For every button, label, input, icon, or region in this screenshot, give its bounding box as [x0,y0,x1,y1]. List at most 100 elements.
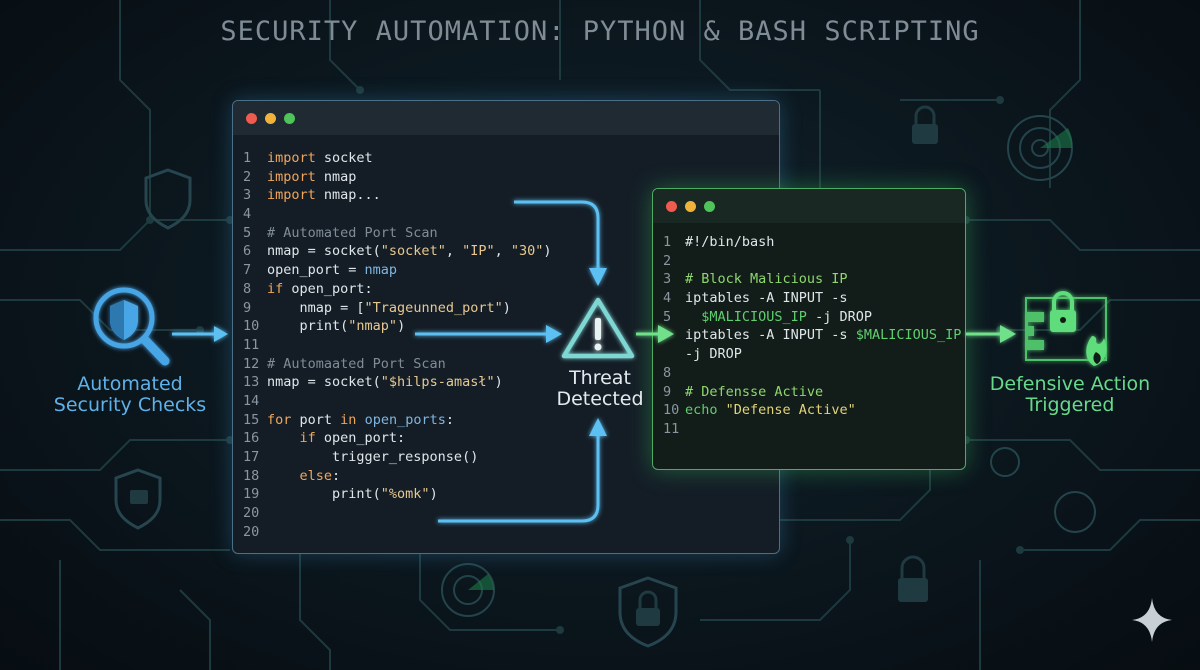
code-token: for [267,411,292,428]
code-line: 5 $MALICIOUS_IP -j DROP [663,308,961,327]
code-line: 2 [663,252,961,271]
code-token: # Defensse Active [685,383,824,400]
threat-detected-label: Threat Detected [540,368,660,410]
code-line: 1#!/bin/bash [663,233,961,252]
line-number: 1 [243,150,252,166]
code-line: -j DROP [663,345,961,364]
code-line: 12# Automaated Port Scan [243,355,552,374]
defensive-action-line2: Triggered [1025,394,1115,416]
line-number: 9 [663,383,672,400]
code-token: -j DROP [685,346,742,363]
code-token: : [445,411,454,428]
line-number: 1 [663,234,672,250]
line-number: 19 [243,486,260,503]
automated-checks-label: Automated Security Checks [40,374,220,416]
code-token [356,412,364,428]
line-number: 11 [663,420,680,437]
code-token: echo [685,402,718,419]
code-token [267,430,300,446]
code-token: nmap = socket( [267,243,381,260]
code-token: $MALICIOUS_IP [701,308,807,325]
close-window-button[interactable] [666,201,677,212]
maximize-window-button[interactable] [704,201,715,212]
code-token: iptables -A INPUT -s [685,327,856,344]
code-line: 11 [243,336,552,355]
minimize-window-button[interactable] [265,113,276,124]
line-number: 8 [663,364,672,381]
line-number: 10 [243,318,260,335]
minimize-window-button[interactable] [685,201,696,212]
defensive-action-label: Defensive Action Triggered [980,374,1160,416]
threat-detected-line2: Detected [556,388,644,410]
code-token: nmap = socket( [267,374,381,391]
close-window-button[interactable] [246,113,257,124]
code-token: "$hilps-amasł" [380,374,495,391]
maximize-window-button[interactable] [284,113,295,124]
automated-checks-line2: Security Checks [53,394,207,416]
python-window-titlebar [233,101,779,135]
code-token: print( [267,486,381,503]
line-number: 5 [663,308,672,325]
code-token: import [267,187,316,204]
code-token: if [299,430,316,447]
code-line: 17 trigger_response() [243,448,552,467]
code-token: : [332,467,341,484]
code-token: ) [502,299,511,316]
line-number: 6 [243,243,252,260]
code-token: ) [543,243,552,260]
code-token: , [494,243,511,260]
code-token: import [267,168,316,185]
code-token: in [340,411,357,428]
line-number: 9 [243,299,252,316]
code-token: nmap [364,262,398,279]
code-line: 9 nmap = ["Trageunned_port") [243,299,552,318]
line-number: 15 [243,411,260,428]
code-token: import [267,150,316,166]
code-token: "Defense Active" [725,402,856,419]
code-token [685,309,701,325]
line-number: 8 [243,280,252,297]
code-token [718,402,726,418]
code-line: 5# Automated Port Scan [243,224,552,243]
code-token: port [291,411,341,428]
line-number: 17 [243,449,260,465]
code-token: "30" [510,243,544,260]
code-token: "IP" [462,243,495,260]
code-line: 9 # Defensse Active [663,383,961,402]
code-token: # Automaated Port Scan [267,355,446,372]
code-token: "Trageunned_port" [364,299,503,316]
code-token: if [267,280,284,297]
code-line: iptables -A INPUT -s $MALICIOUS_IP [663,326,961,345]
code-line: 16 if open_port: [243,429,552,448]
line-number: 3 [243,187,252,204]
code-token: open_port: [315,430,406,447]
code-token: , [445,243,463,260]
code-token: # Block Malicious IP [685,271,848,288]
line-number: 2 [663,252,672,269]
defensive-action-line1: Defensive Action [989,373,1151,395]
code-token: "nmap" [348,318,398,335]
line-number: 4 [243,206,252,223]
page-title: SECURITY AUTOMATION: PYTHON & BASH SCRIP… [220,16,980,47]
code-token: ) [397,318,406,335]
code-line: 20 [243,504,552,523]
code-token: "%omk" [380,486,430,503]
code-line: 10 print("nmap") [243,317,552,336]
code-token: nmap = [ [267,299,365,316]
code-line: 19 print("%omk") [243,485,552,504]
automated-checks-line1: Automated [77,373,183,395]
line-number: 5 [243,224,252,241]
threat-detected-line1: Threat [569,367,631,389]
line-number: 13 [243,374,260,391]
